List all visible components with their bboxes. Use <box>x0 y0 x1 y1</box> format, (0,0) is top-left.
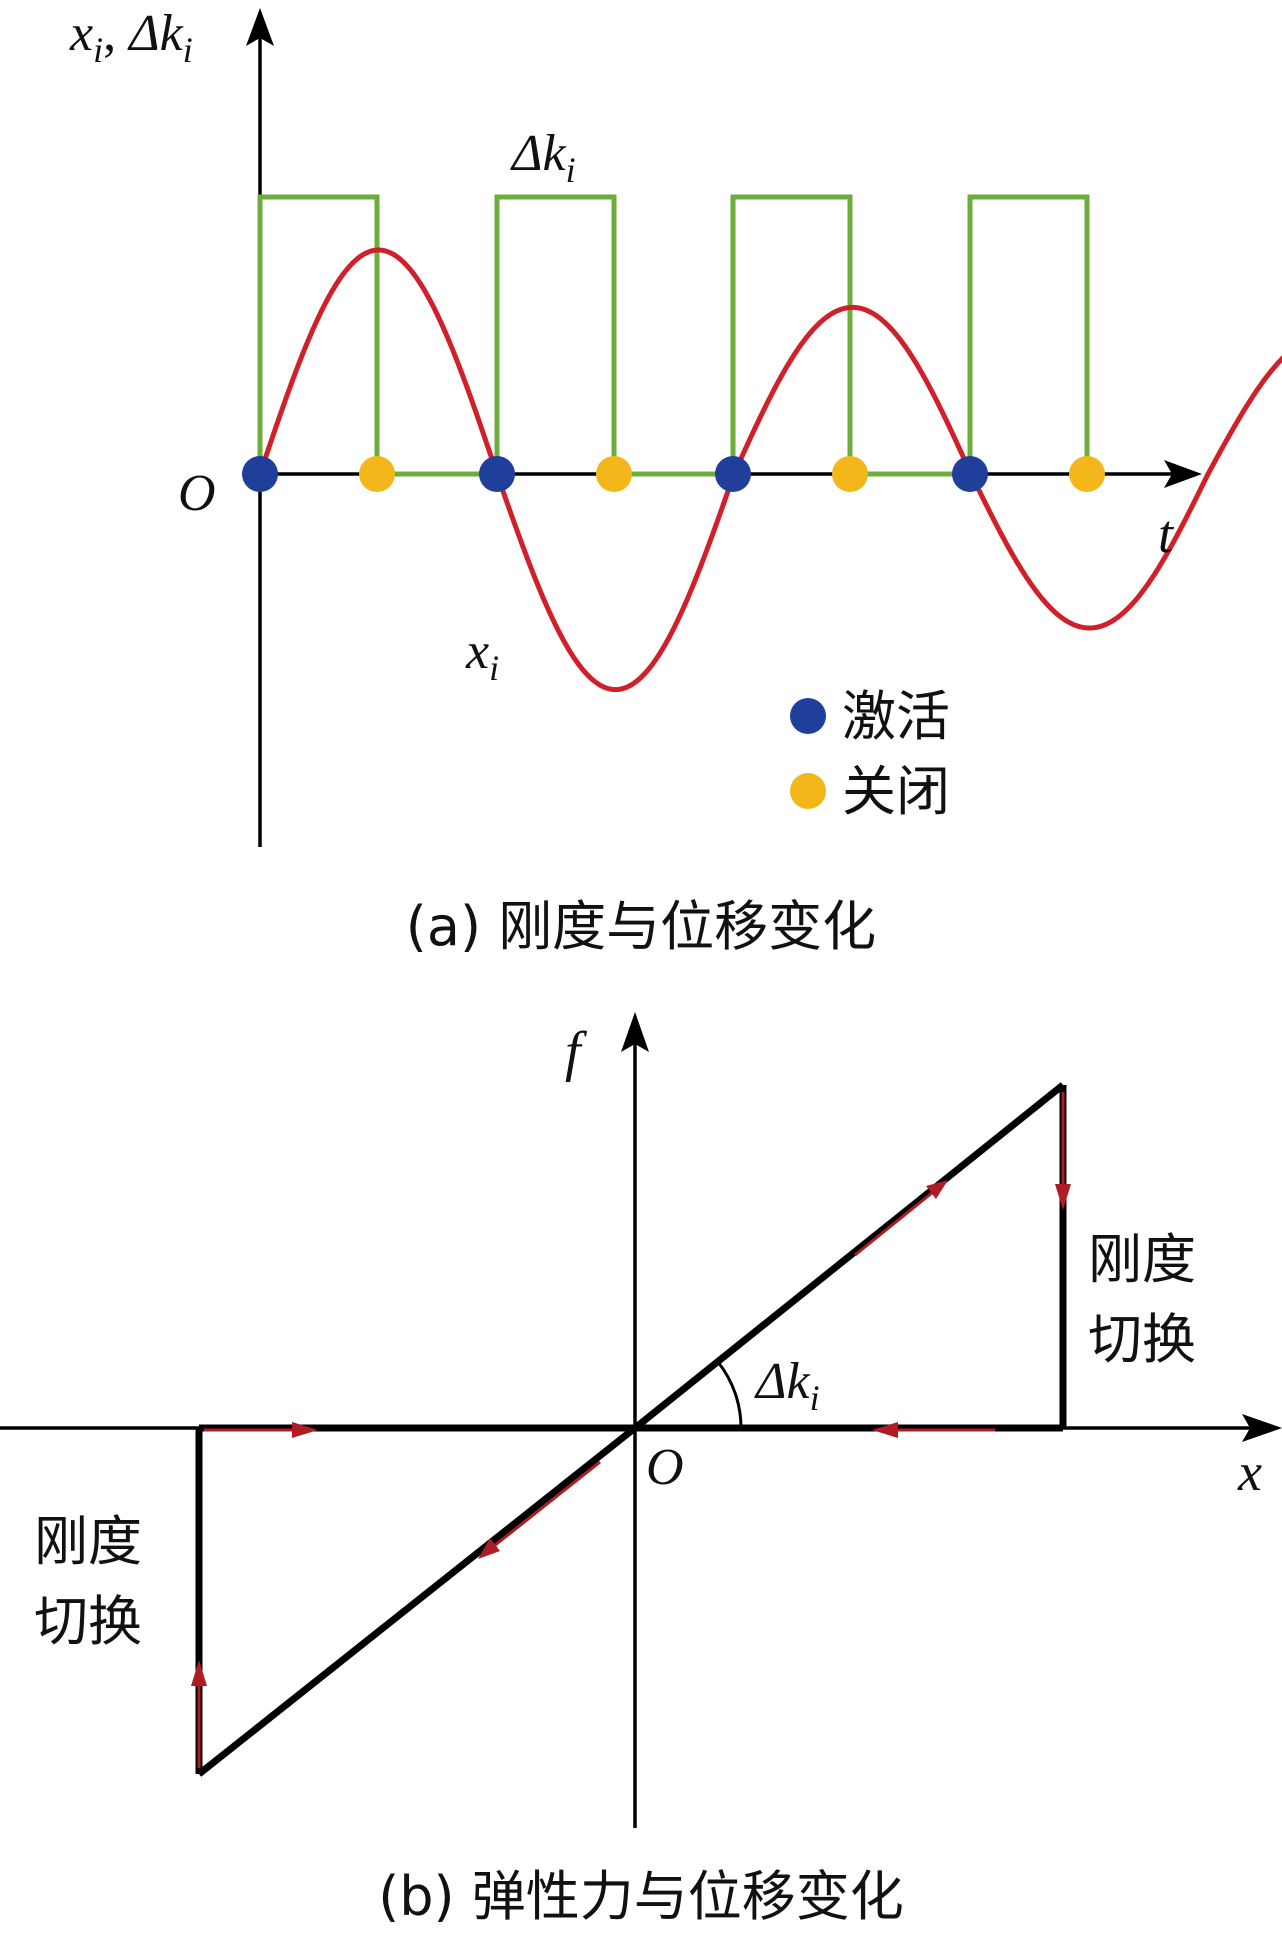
panel-a-caption: (a) 刚度与位移变化 <box>406 895 876 958</box>
switch-label-left-line1: 刚度 <box>34 1510 142 1573</box>
active-marker <box>952 456 988 492</box>
panel-b-x-axis-arrowhead <box>1242 1414 1282 1442</box>
panel-a-origin-label: O <box>178 465 216 522</box>
panel-a-x-axis-label: t <box>1158 504 1175 564</box>
active-marker <box>715 456 751 492</box>
off-marker <box>596 456 632 492</box>
switch-label-right-line1: 刚度 <box>1088 1228 1196 1291</box>
active-marker <box>242 456 278 492</box>
legend-marker-off <box>790 773 826 809</box>
arrow-up-right <box>854 1180 948 1257</box>
arrow-up-left-edge <box>191 1660 207 1768</box>
active-marker <box>479 456 515 492</box>
stiffness-square-wave <box>257 194 1090 477</box>
legend-label-active: 激活 <box>842 685 950 748</box>
arrow-down-left <box>478 1460 601 1559</box>
panel-a-y-axis-label: xi, Δki <box>69 5 193 70</box>
switch-markers <box>242 456 1105 492</box>
panel-a-x-axis-arrowhead <box>1164 460 1202 488</box>
legend-label-off: 关闭 <box>842 760 950 823</box>
stiffness-label: Δki <box>510 125 576 190</box>
panel-b: f x O Δki 刚度 切换 刚度 切换 (b) 弹性力与位移变化 <box>0 1012 1282 1928</box>
panel-b-y-axis-label: f <box>565 1021 588 1083</box>
legend: 激活 关闭 <box>790 685 950 823</box>
legend-marker-active <box>790 698 826 734</box>
panel-a: xi, Δki t O Δki xi 激活 关闭 (a) 刚度与位移变化 <box>69 5 1282 958</box>
angle-arc <box>716 1361 743 1429</box>
force-path-left-diagonal <box>196 1425 638 1777</box>
displacement-curve <box>257 247 1282 693</box>
angle-label: Δki <box>754 1353 820 1418</box>
off-marker <box>832 456 868 492</box>
panel-b-x-axis-label: x <box>1237 1442 1262 1502</box>
arrow-left-return <box>872 1422 995 1438</box>
arrow-down-right-edge <box>1055 1092 1071 1210</box>
switch-label-left-line2: 切换 <box>34 1590 142 1653</box>
arrow-right-left-return <box>204 1422 318 1438</box>
direction-arrows <box>191 1092 1071 1768</box>
displacement-label: xi <box>465 623 499 688</box>
panel-b-y-axis-arrowhead <box>621 1012 649 1052</box>
panel-a-y-axis-arrowhead <box>246 8 274 46</box>
panel-b-origin-label: O <box>646 1439 684 1496</box>
off-marker <box>359 456 395 492</box>
switch-label-right-line2: 切换 <box>1088 1308 1196 1371</box>
off-marker <box>1069 456 1105 492</box>
force-path-right-diagonal <box>632 1082 1066 1431</box>
panel-b-caption: (b) 弹性力与位移变化 <box>378 1865 904 1928</box>
